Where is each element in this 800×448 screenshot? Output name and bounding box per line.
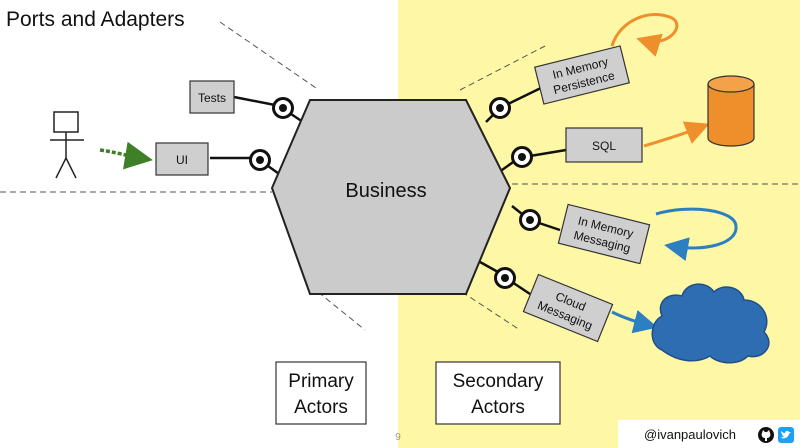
messaging-loop-arrow: [655, 207, 738, 261]
adapter-in-memory-messaging: In Memory Messaging: [557, 203, 651, 265]
persistence-loop-arrow: [610, 13, 679, 57]
github-icon: [758, 427, 774, 443]
user-to-ui-arrow: [99, 141, 153, 170]
port-cloud-messaging: [494, 267, 516, 289]
port-in-memory-messaging: [519, 209, 541, 231]
svg-text:Secondary: Secondary: [453, 371, 544, 392]
svg-text:Actors: Actors: [294, 397, 348, 418]
svg-text:SQL: SQL: [592, 139, 616, 153]
port-in-memory-persistence: [489, 97, 511, 119]
adapter-sql: SQL: [565, 127, 643, 163]
adapter-cloud-messaging: Cloud Messaging: [522, 273, 614, 343]
adapter-tests: Tests: [189, 80, 235, 114]
sql-to-database-arrow: [643, 121, 710, 148]
business-label: Business: [345, 180, 426, 202]
cloud-messaging-arrow: [611, 309, 658, 334]
cloud-icon: [651, 283, 770, 364]
svg-text:Tests: Tests: [198, 91, 226, 105]
divider-diagonal-bottom-left: [317, 291, 366, 331]
svg-text:Primary: Primary: [288, 371, 354, 392]
person-icon: [50, 111, 84, 179]
footer-credit: @ivanpaulovich: [618, 420, 800, 448]
divider-diagonal-bottom-right: [461, 291, 521, 331]
database-icon: [707, 75, 755, 147]
page-number: 9: [395, 432, 401, 443]
primary-actors-box: Primary Actors: [275, 361, 367, 425]
svg-text:Actors: Actors: [471, 397, 525, 418]
svg-text:UI: UI: [176, 153, 188, 167]
divider-diagonal-top-right: [459, 45, 546, 91]
slide-title: Ports and Adapters: [6, 8, 185, 31]
business-hexagon: [270, 99, 512, 295]
port-tests: [272, 97, 294, 119]
port-sockets: [249, 97, 541, 289]
divider-diagonal-top-left: [219, 21, 317, 89]
secondary-actors-box: Secondary Actors: [435, 361, 561, 425]
adapter-ui: UI: [155, 142, 209, 176]
author-handle: @ivanpaulovich: [644, 427, 736, 442]
twitter-icon: [778, 427, 794, 443]
port-ui: [249, 149, 271, 171]
port-sql: [511, 146, 533, 168]
